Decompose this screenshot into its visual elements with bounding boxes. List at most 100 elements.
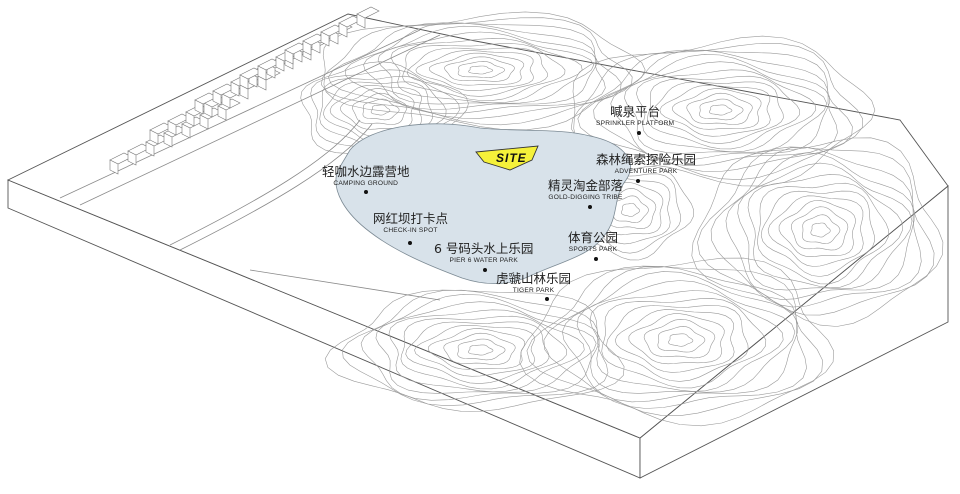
label-zh: 森林绳索探险乐园 (596, 152, 697, 167)
contour-line (636, 69, 817, 153)
contour-line (570, 43, 864, 181)
contour-line (577, 49, 853, 172)
contour-line (668, 333, 694, 347)
contour-line (790, 206, 849, 251)
building (239, 74, 249, 90)
contour-line (375, 301, 597, 394)
contour-line (362, 98, 400, 121)
building (230, 81, 240, 97)
contour-line (672, 88, 762, 130)
building (127, 150, 137, 166)
label-en: TIGER PARK (512, 287, 555, 294)
building (185, 111, 195, 127)
marker-pier-6-water-park (483, 268, 487, 272)
contour-line (351, 92, 408, 125)
contour-line (320, 17, 633, 126)
label-gold-digging-tribe: 精灵淘金部落 GOLD-DIGGING TRIBE (548, 178, 623, 202)
contour-line (778, 200, 856, 258)
contour-line (576, 280, 796, 394)
building (257, 65, 267, 81)
label-zh: 喊泉平台 (610, 104, 661, 119)
city-blocks (109, 6, 380, 175)
building (284, 49, 294, 65)
label-en: SPORTS PARK (568, 246, 618, 253)
contour-line (643, 318, 716, 359)
roads (59, 29, 441, 301)
building (302, 40, 312, 56)
building (320, 31, 330, 47)
marker-tiger-park (545, 297, 549, 301)
contour-line (810, 222, 831, 238)
contour-line (405, 321, 550, 384)
contour-line (402, 43, 566, 101)
marker-sprinkler-platform (637, 131, 641, 135)
contour-line (370, 104, 391, 116)
contour-line (628, 313, 725, 365)
contour-line (443, 332, 516, 365)
contour-line (406, 47, 548, 97)
contour-line (725, 152, 915, 300)
label-zh: 体育公园 (568, 230, 619, 245)
label-zh: 精灵淘金部落 (548, 178, 624, 193)
building (217, 105, 227, 121)
contour-line (589, 290, 784, 392)
contour-line (400, 315, 568, 390)
marker-sports-park (594, 257, 598, 261)
contour-line (457, 60, 506, 79)
label-zh: 虎虢山林乐园 (496, 271, 572, 286)
contour-line (747, 174, 903, 289)
contour-line (415, 50, 534, 92)
building (109, 159, 119, 175)
contour-line (429, 52, 525, 86)
label-en: ADVENTURE PARK (614, 168, 678, 175)
contour-line (621, 203, 640, 217)
contour-line (651, 81, 784, 144)
contour-line (457, 338, 506, 361)
contour-line (344, 22, 606, 115)
contour-line (468, 344, 494, 356)
building (167, 120, 177, 136)
contour-line (686, 92, 753, 125)
label-en: PIER 6 WATER PARK (449, 257, 518, 264)
contour-line (697, 146, 935, 316)
label-en: CHECK-IN SPOT (383, 227, 438, 234)
contour-line (388, 309, 585, 393)
contour-lines (300, 11, 944, 427)
contour-line (526, 265, 823, 417)
label-sprinkler-platform: 喊泉平台 SPRINKLER PLATFORM (596, 104, 674, 128)
contour-line (657, 326, 706, 353)
label-tiger-park: 虎虢山林乐园 TIGER PARK (496, 271, 571, 295)
label-en: GOLD-DIGGING TRIBE (548, 194, 623, 201)
contour-line (606, 305, 749, 382)
contour-line (519, 257, 835, 427)
building (194, 99, 204, 115)
building (338, 22, 348, 38)
contour-line (428, 328, 526, 370)
label-zh: 轻咖水边露营地 (322, 164, 410, 179)
marker-check-in-spot (408, 241, 412, 245)
contour-line (414, 325, 536, 377)
contour-line (468, 65, 494, 75)
contour-line (699, 98, 744, 121)
contour-line (543, 266, 807, 409)
marker-camping-ground (364, 190, 368, 194)
contour-line (572, 35, 876, 187)
marker-adventure-park (636, 179, 640, 183)
building (199, 114, 209, 130)
contour-line (757, 182, 889, 285)
site-label: SITE (496, 151, 527, 165)
building (356, 13, 366, 29)
contour-line (801, 214, 841, 245)
label-pier-6-water-park: 6 号码头水上乐园 PIER 6 WATER PARK (434, 241, 533, 265)
contour-line (360, 293, 600, 401)
contour-line (614, 309, 735, 373)
label-check-in-spot: 网红坝打卡点 CHECK-IN SPOT (373, 211, 448, 235)
contour-line (444, 56, 515, 82)
contour-line (562, 271, 799, 403)
marker-gold-digging-tribe (588, 205, 592, 209)
label-en: CAMPING GROUND (333, 180, 399, 187)
contour-line (593, 49, 838, 167)
building (149, 129, 159, 145)
contour-line (659, 85, 771, 137)
